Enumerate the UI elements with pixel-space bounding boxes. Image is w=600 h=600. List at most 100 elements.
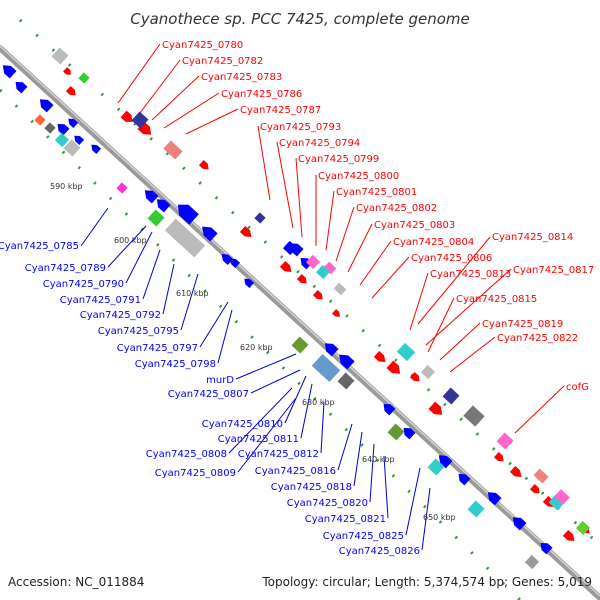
leader-line <box>320 401 325 454</box>
gene-feature <box>386 360 401 374</box>
gene-label[interactable]: Cyan7425_0802 <box>356 203 437 214</box>
gene-label[interactable]: Cyan7425_0810 <box>202 419 283 430</box>
gene-feature <box>221 253 234 266</box>
gene-label[interactable]: Cyan7425_0816 <box>255 466 336 477</box>
leader-line <box>185 108 239 135</box>
gene-feature <box>78 72 90 84</box>
gene-label[interactable]: Cyan7425_0780 <box>162 40 243 51</box>
gene-feature <box>2 65 17 79</box>
gene-feature <box>554 489 570 505</box>
leader-line <box>228 387 293 454</box>
gene-feature <box>323 261 337 275</box>
gene-feature <box>463 405 485 427</box>
leader-line <box>80 207 109 247</box>
gene-label[interactable]: Cyan7425_0818 <box>271 482 352 493</box>
gene-feature <box>68 118 79 128</box>
genome-backbone <box>0 45 600 600</box>
gene-features <box>2 47 591 570</box>
tick-620: 620 kbp <box>240 343 273 352</box>
gene-feature <box>291 336 309 354</box>
gene-label[interactable]: Cyan7425_0822 <box>497 333 578 344</box>
gene-label[interactable]: Cyan7425_0811 <box>218 434 299 445</box>
gene-feature <box>39 99 54 113</box>
gene-label[interactable]: Cyan7425_0812 <box>238 449 319 460</box>
leader-line <box>300 383 313 439</box>
gene-label[interactable]: Cyan7425_0809 <box>155 468 236 479</box>
gene-feature <box>575 520 591 536</box>
gene-label[interactable]: Cyan7425_0813 <box>430 269 511 280</box>
gene-feature <box>496 432 514 450</box>
gene-feature <box>34 114 46 126</box>
gene-label[interactable]: Cyan7425_0803 <box>374 220 455 231</box>
leader-line <box>359 240 392 286</box>
kbp-ticks: 590 kbp 600 kbp 610 kbp 620 kbp 630 kbp … <box>50 182 456 522</box>
leader-line <box>151 75 200 121</box>
gene-label[interactable]: Cyan7425_0800 <box>318 171 399 182</box>
gene-label[interactable]: Cyan7425_0804 <box>393 237 474 248</box>
gene-label[interactable]: Cyan7425_0806 <box>411 253 492 264</box>
leader-line <box>405 467 421 536</box>
gene-feature <box>156 199 171 213</box>
gene-label[interactable]: Cyan7425_0789 <box>25 263 106 274</box>
gene-label[interactable]: Cyan7425_0782 <box>182 56 263 67</box>
gene-label[interactable]: Cyan7425_0820 <box>287 498 368 509</box>
gene-feature <box>420 364 436 380</box>
gene-feature <box>54 132 70 148</box>
gene-label[interactable]: Cyan7425_0826 <box>339 546 420 557</box>
gene-label[interactable]: cofG <box>566 382 589 393</box>
gene-label[interactable]: Cyan7425_0794 <box>279 138 360 149</box>
gene-feature <box>305 254 321 270</box>
gene-feature <box>332 309 340 317</box>
accession-text: Accession: NC_011884 <box>8 575 144 589</box>
leader-line <box>409 272 429 331</box>
gene-label[interactable]: Cyan7425_0785 <box>0 241 79 252</box>
gene-feature <box>131 111 149 129</box>
leader-line <box>163 92 220 129</box>
gene-feature <box>458 473 471 486</box>
leader-line <box>514 385 565 434</box>
gene-label[interactable]: Cyan7425_0786 <box>221 89 302 100</box>
gene-label[interactable]: Cyan7425_0792 <box>80 310 161 321</box>
tick-600: 600 kbp <box>114 236 147 245</box>
leader-line <box>337 423 353 471</box>
gene-label[interactable]: Cyan7425_0783 <box>201 72 282 83</box>
gene-label[interactable]: Cyan7425_0819 <box>482 319 563 330</box>
gene-feature <box>63 67 71 75</box>
gene-label[interactable]: Cyan7425_0815 <box>456 294 537 305</box>
gene-label[interactable]: Cyan7425_0790 <box>43 279 124 290</box>
gene-feature <box>339 354 355 370</box>
leader-line <box>139 59 181 114</box>
leader-line <box>439 322 481 361</box>
gene-label[interactable]: Cyan7425_0808 <box>146 449 227 460</box>
gene-feature <box>387 423 405 441</box>
gene-label[interactable]: Cyan7425_0825 <box>323 531 404 542</box>
gene-label[interactable]: murD <box>206 375 234 386</box>
gene-label[interactable]: Cyan7425_0814 <box>492 232 573 243</box>
leader-line <box>425 268 512 346</box>
leader-line <box>371 256 410 299</box>
leader-line <box>237 397 297 473</box>
gene-feature <box>333 282 347 296</box>
leader-line <box>284 375 307 424</box>
leader-line <box>417 236 491 325</box>
gene-label[interactable]: Cyan7425_0795 <box>98 326 179 337</box>
forward-gene-labels: Cyan7425_0780 Cyan7425_0782 Cyan7425_078… <box>162 40 594 393</box>
gene-label[interactable]: Cyan7425_0793 <box>260 122 341 133</box>
leader-line <box>325 190 335 251</box>
gene-feature <box>57 123 70 136</box>
gene-label[interactable]: Cyan7425_0798 <box>135 359 216 370</box>
gene-label[interactable]: Cyan7425_0801 <box>336 187 417 198</box>
gene-label[interactable]: Cyan7425_0791 <box>60 295 141 306</box>
gene-feature <box>51 47 69 65</box>
gene-feature <box>403 427 416 440</box>
gene-feature <box>373 350 386 363</box>
gene-feature <box>409 372 420 382</box>
gene-label[interactable]: Cyan7425_0821 <box>305 514 386 525</box>
gene-label[interactable]: Cyan7425_0817 <box>513 265 594 276</box>
gene-label[interactable]: Cyan7425_0787 <box>240 105 321 116</box>
tick-630: 630 kbp <box>302 398 335 407</box>
gene-label[interactable]: Cyan7425_0807 <box>168 389 249 400</box>
gene-label[interactable]: Cyan7425_0797 <box>117 343 198 354</box>
gene-feature <box>164 218 206 258</box>
gene-label[interactable]: Cyan7425_0799 <box>298 154 379 165</box>
